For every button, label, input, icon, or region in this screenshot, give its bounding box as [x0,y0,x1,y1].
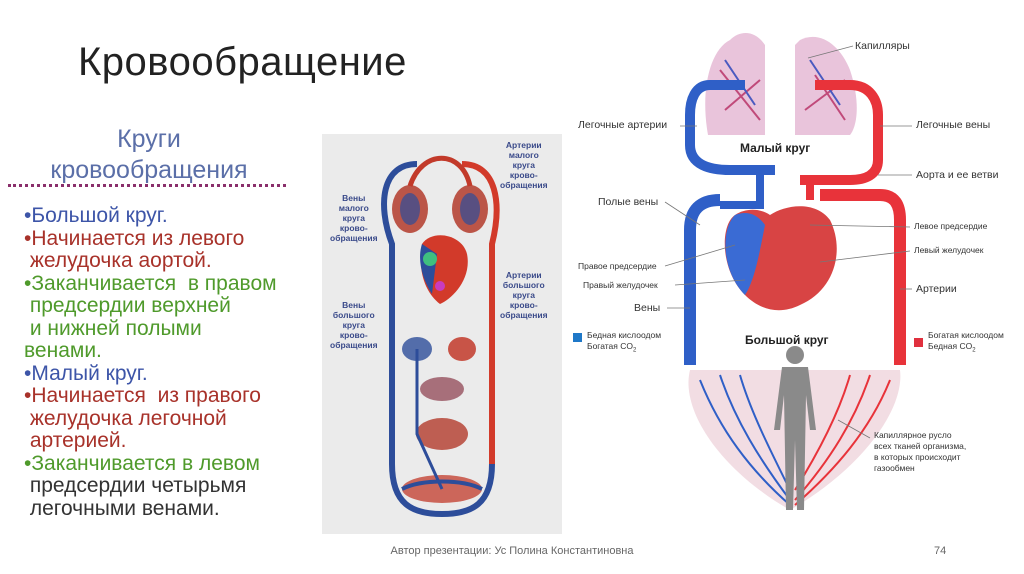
label-aorta: Аорта и ее ветви [916,169,999,181]
label-veins-big-circle: Вены большого круга крово- обращения [330,300,378,350]
label-pulmonary-arteries: Легочные артерии [578,119,668,131]
left-text-line: желудочка аортой. [24,249,212,272]
label-right-atrium: Правое предсердие [578,261,657,271]
left-text-line: легочными венами. [24,496,220,520]
left-text-line: предсердии четырьмя [24,474,247,497]
middle-circulation-diagram [322,134,562,534]
label-veins-small-circle: Вены малого круга крово- обращения [330,193,378,243]
left-text-line: венами. [24,339,102,362]
dotted-divider [8,184,286,187]
label-left-ventricle: Левый желудочек [914,245,984,255]
left-heading-line1: Круги [117,125,181,153]
left-text-list: •Большой круг.•Начинается из левого желу… [24,204,277,520]
left-text-line: •Начинается из левого [24,226,245,250]
label-arteries-big-circle: Артерии большого круга крово- обращения [500,270,548,320]
left-text-line: •Заканчивается в правом [24,271,277,295]
legend-rich-oxygen: Богатая кислоодом Бедная CO2 [928,330,1004,354]
left-text-line: предсердии верхней [24,294,231,317]
label-pulmonary-veins: Легочные вены [916,119,991,131]
left-text-line: желудочка легочной [24,406,227,430]
legend-red-swatch [914,338,923,347]
label-left-atrium: Левое предсердие [914,221,988,231]
label-right-ventricle: Правый желудочек [583,280,658,290]
left-text-line: •Заканчивается в левом [24,451,260,475]
label-veins: Вены [634,302,661,314]
label-vena-cava: Полые вены [598,196,659,208]
left-text-line: •Малый круг. [24,361,148,385]
slide-title: Кровообращение [78,40,407,84]
footer-author: Автор презентации: Ус Полина Константино… [390,545,634,557]
label-arteries: Артерии [916,283,957,295]
legend-poor-oxygen: Бедная кислоодом Богатая CO2 [587,330,662,354]
right-circulation-diagram [684,33,906,510]
left-heading-line2: кровообращения [50,156,248,184]
left-text-line: •Большой круг. [24,204,168,227]
page-number: 74 [934,545,947,557]
label-small-circle: Малый круг [740,141,811,155]
label-arteries-small-circle: Артерии малого круга крово- обращения [500,140,548,190]
legend-blue-swatch [573,333,582,342]
left-text-line: •Начинается из правого [24,384,261,407]
left-text-line: артерией. [24,429,127,452]
label-capillary-bed: Капиллярное русло всех тканей организма,… [874,430,967,473]
left-text-line: и нижней полыми [24,316,202,340]
label-big-circle: Большой круг [745,333,829,347]
label-capillaries: Капилляры [855,40,910,52]
